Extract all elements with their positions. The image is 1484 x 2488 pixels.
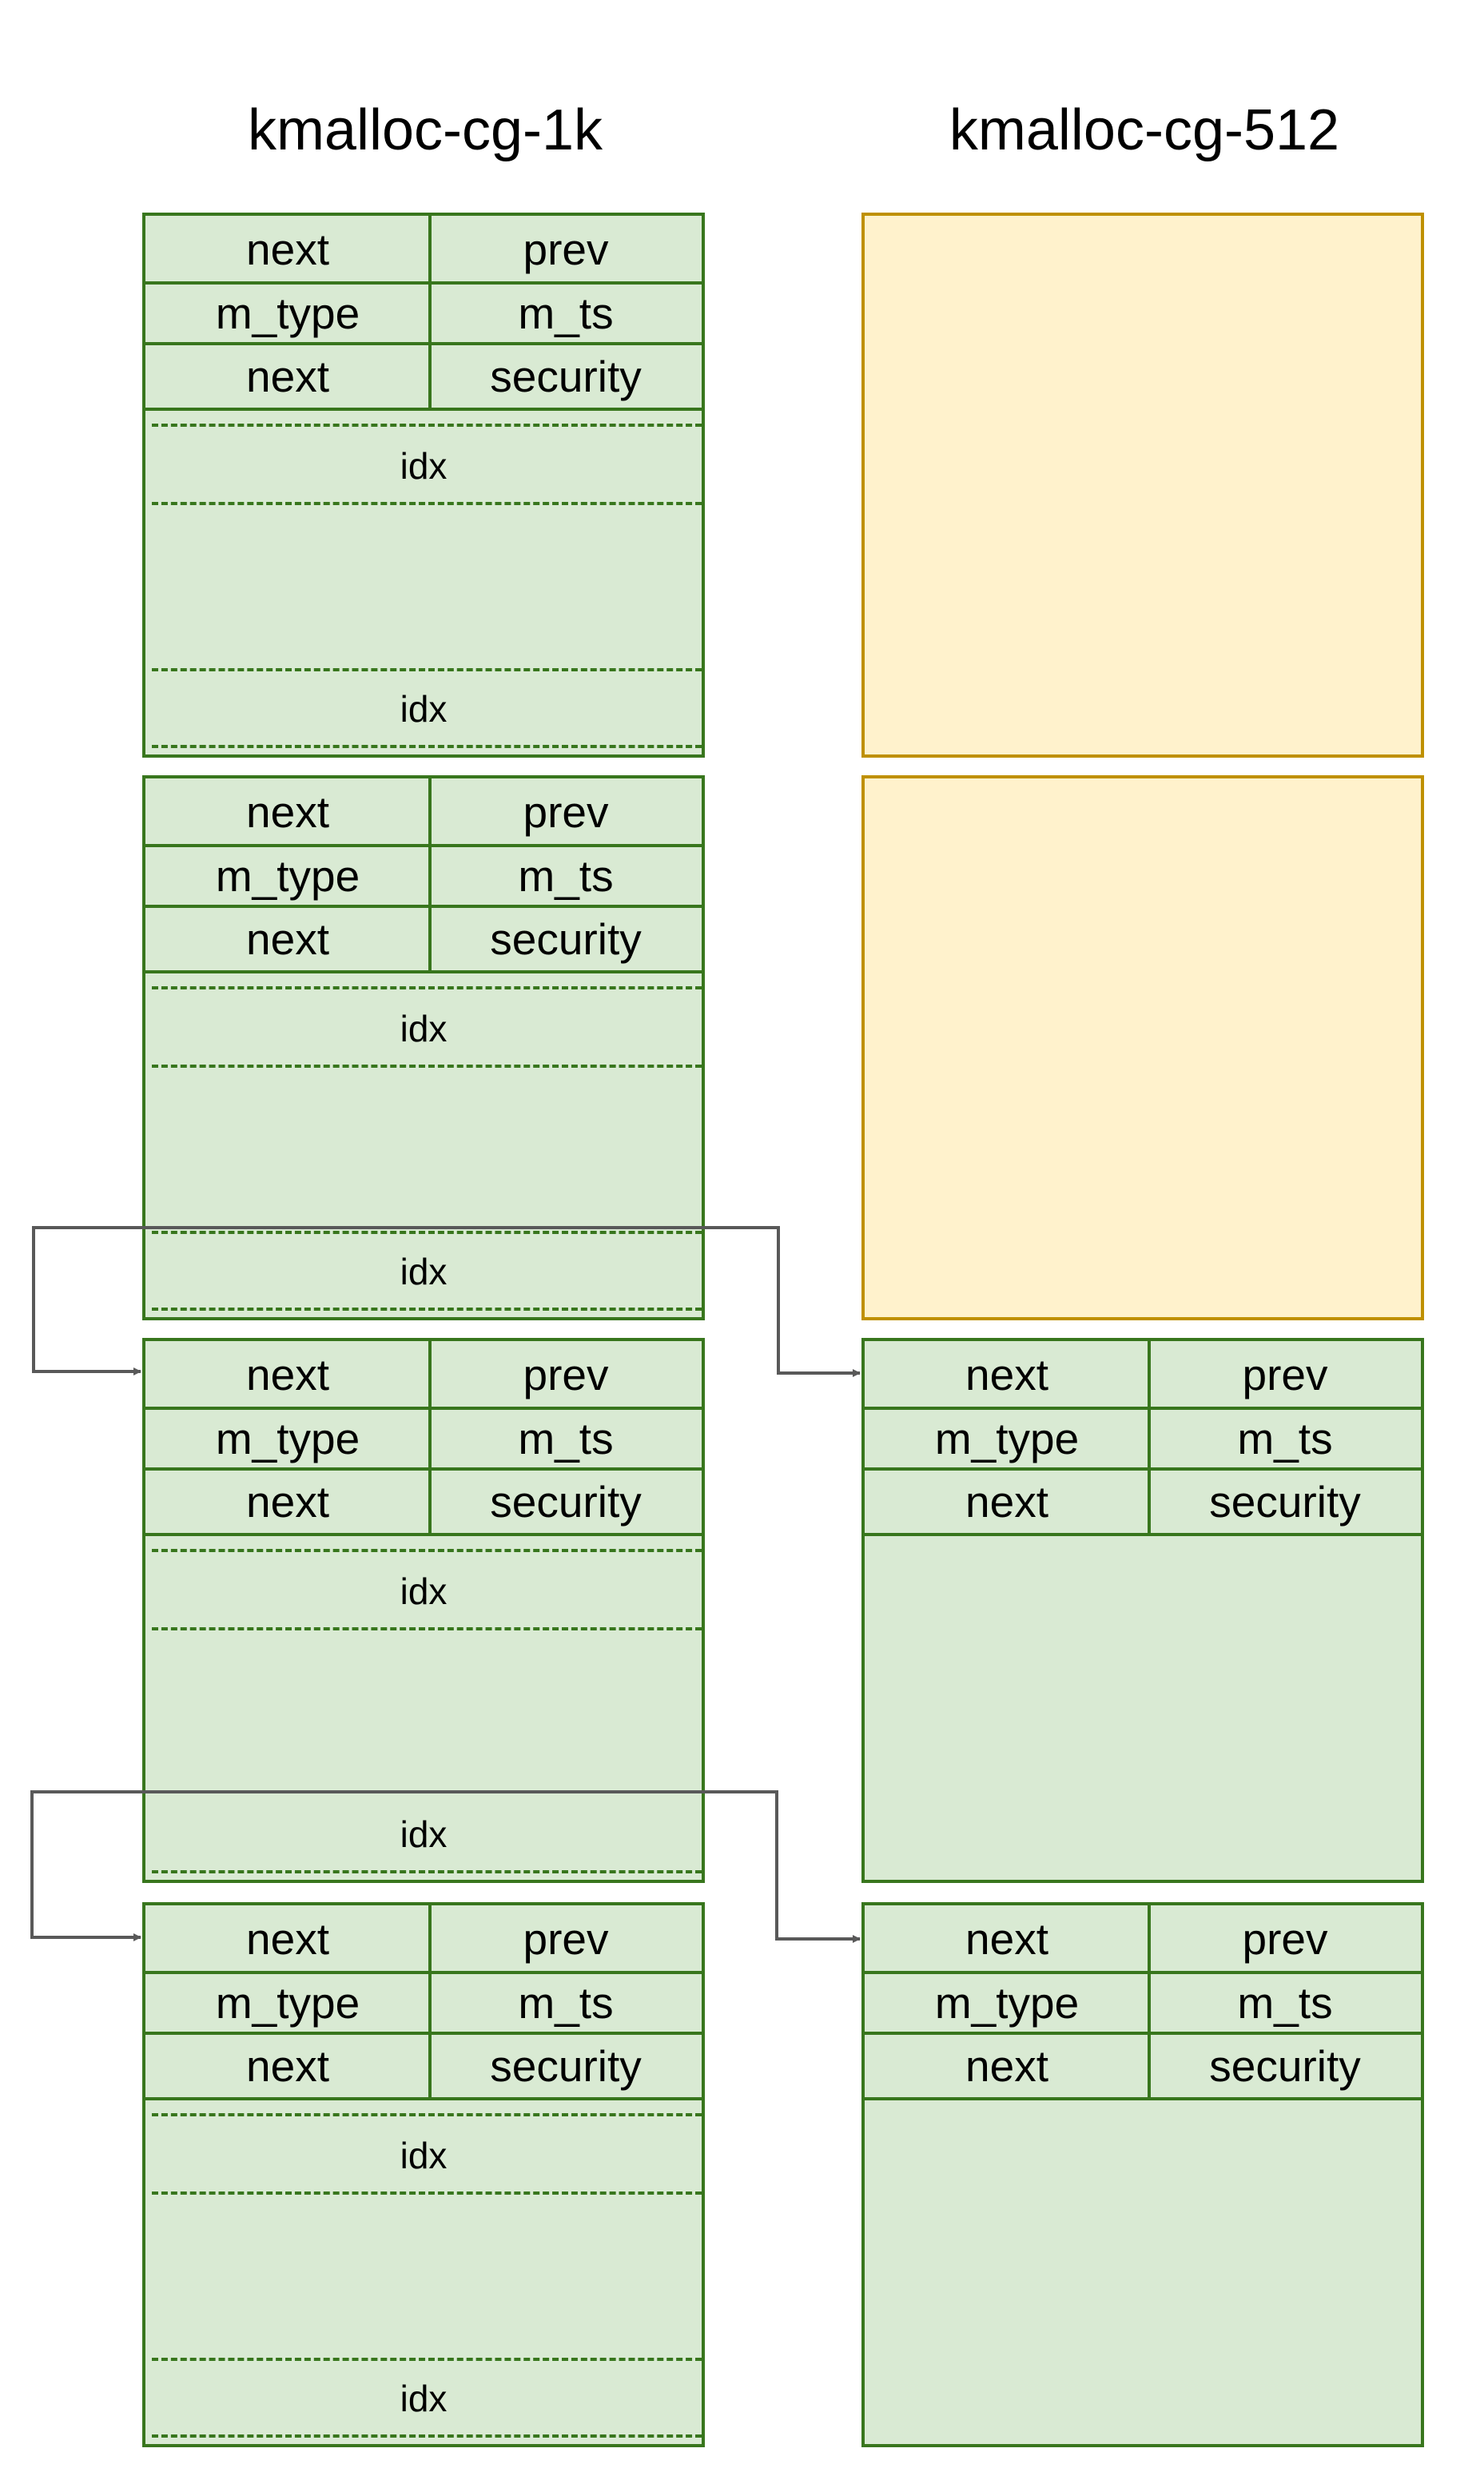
field-m-ts: m_ts [518, 1978, 614, 2028]
field-security: security [490, 2041, 642, 2091]
dashed-divider [152, 2434, 702, 2438]
row-divider [145, 342, 702, 345]
dashed-divider [152, 502, 702, 505]
row-divider [145, 905, 702, 908]
dashed-divider [152, 668, 702, 671]
idx-label: idx [400, 1570, 448, 1612]
field-next: next [246, 1350, 329, 1399]
field-m-type: m_type [215, 289, 360, 338]
row-divider [145, 1533, 702, 1536]
row-divider [865, 2032, 1421, 2035]
arrow-to-1k-slot-4 [30, 1790, 703, 1941]
row-divider [145, 2032, 702, 2035]
dashed-divider [152, 2113, 702, 2116]
row-divider [145, 1467, 702, 1471]
field-next-seg: next [246, 2041, 329, 2091]
row-divider [865, 1467, 1421, 1471]
msg-slot-1k-2: next prev m_type m_ts next security idx … [142, 775, 705, 1320]
column-divider [428, 778, 432, 973]
field-next: next [965, 1914, 1048, 1964]
column-divider [428, 1341, 432, 1536]
field-next: next [246, 1914, 329, 1964]
row-divider [145, 1971, 702, 1974]
field-next-seg: next [246, 914, 329, 964]
row-divider [865, 1407, 1421, 1410]
row-divider [145, 844, 702, 847]
dashed-divider [152, 1231, 702, 1234]
idx-label: idx [400, 2378, 448, 2419]
row-divider [145, 281, 702, 285]
field-security: security [490, 914, 642, 964]
field-next-seg: next [965, 1477, 1048, 1527]
column-divider [428, 1905, 432, 2100]
arrow-to-1k-slot-3 [32, 1226, 703, 1375]
idx-label: idx [400, 1813, 448, 1855]
field-security: security [1209, 1477, 1361, 1527]
arrow-to-512-slot-4 [703, 1790, 861, 1943]
field-m-type: m_type [215, 1978, 360, 2028]
idx-label: idx [400, 688, 448, 730]
column-divider [428, 216, 432, 411]
field-security: security [490, 1477, 642, 1527]
dashed-divider [152, 424, 702, 427]
dashed-divider [152, 1308, 702, 1311]
dashed-divider [152, 1870, 702, 1873]
field-m-ts: m_ts [1237, 1414, 1333, 1463]
field-next: next [246, 787, 329, 837]
row-divider [145, 1407, 702, 1410]
field-m-ts: m_ts [518, 851, 614, 901]
field-prev: prev [523, 1350, 609, 1399]
field-next-seg: next [965, 2041, 1048, 2091]
field-m-type: m_type [934, 1978, 1080, 2028]
arrow-to-512-slot-3 [703, 1226, 861, 1377]
free-slot-512-1 [861, 213, 1424, 758]
msg-slot-512-4: next prev m_type m_ts next security [861, 1902, 1424, 2447]
row-divider [865, 1533, 1421, 1536]
field-prev: prev [523, 225, 609, 274]
msg-slot-1k-1: next prev m_type m_ts next security idx … [142, 213, 705, 758]
idx-label: idx [400, 2135, 448, 2176]
field-next-seg: next [246, 352, 329, 401]
row-divider [145, 2097, 702, 2100]
field-m-ts: m_ts [518, 1414, 614, 1463]
dashed-divider [152, 986, 702, 989]
dashed-divider [152, 2358, 702, 2361]
field-prev: prev [1242, 1914, 1328, 1964]
field-m-type: m_type [934, 1414, 1080, 1463]
field-prev: prev [1242, 1350, 1328, 1399]
field-prev: prev [523, 787, 609, 837]
dashed-divider [152, 1065, 702, 1068]
msg-slot-512-3: next prev m_type m_ts next security [861, 1338, 1424, 1883]
row-divider [145, 970, 702, 973]
field-next: next [246, 225, 329, 274]
field-next: next [965, 1350, 1048, 1399]
column-divider [1148, 1341, 1151, 1536]
column-title-512: kmalloc-cg-512 [949, 98, 1340, 162]
idx-label: idx [400, 1008, 448, 1049]
field-security: security [1209, 2041, 1361, 2091]
column-title-1k: kmalloc-cg-1k [247, 98, 603, 162]
dashed-divider [152, 1627, 702, 1630]
row-divider [865, 2097, 1421, 2100]
field-prev: prev [523, 1914, 609, 1964]
field-m-type: m_type [215, 1414, 360, 1463]
column-divider [1148, 1905, 1151, 2100]
row-divider [865, 1971, 1421, 1974]
row-divider [145, 408, 702, 411]
field-m-ts: m_ts [518, 289, 614, 338]
field-m-ts: m_ts [1237, 1978, 1333, 2028]
dashed-divider [152, 745, 702, 748]
free-slot-512-2 [861, 775, 1424, 1320]
field-m-type: m_type [215, 851, 360, 901]
field-security: security [490, 352, 642, 401]
idx-label: idx [400, 445, 448, 487]
field-next-seg: next [246, 1477, 329, 1527]
idx-label: idx [400, 1251, 448, 1292]
msg-slot-1k-4: next prev m_type m_ts next security idx … [142, 1902, 705, 2447]
dashed-divider [152, 2191, 702, 2195]
dashed-divider [152, 1549, 702, 1552]
